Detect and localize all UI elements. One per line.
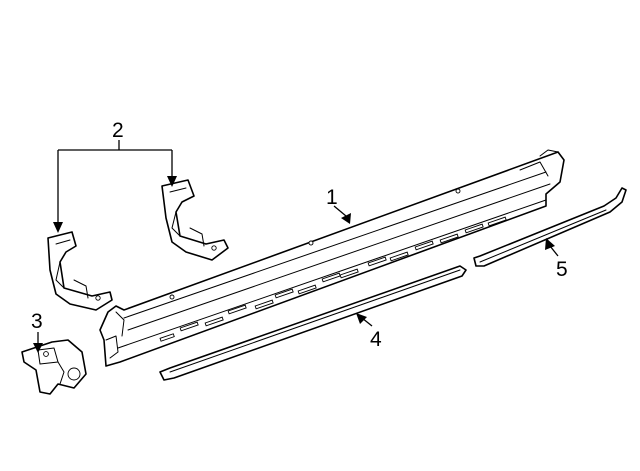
- arrow-front-molding: [356, 313, 367, 324]
- leader-lines: [37, 140, 559, 344]
- callout-brackets: 2: [112, 119, 124, 142]
- callout-front-molding: 4: [370, 328, 382, 351]
- arrow-rear-molding: [545, 238, 555, 250]
- mount-bracket[interactable]: [21, 339, 87, 395]
- arrowheads: [33, 176, 555, 353]
- callout-rear-molding: 5: [556, 258, 568, 281]
- arrow-bracket-left: [53, 222, 63, 233]
- arrow-mount-bracket: [33, 343, 43, 353]
- running-board[interactable]: [99, 149, 565, 367]
- bracket-right[interactable]: [161, 179, 229, 261]
- arrow-bracket-right: [167, 176, 177, 187]
- front-molding[interactable]: [159, 265, 467, 381]
- callout-running-board: 1: [326, 186, 338, 209]
- callout-mount-bracket: 3: [31, 310, 43, 333]
- callout-labels: 1 2 3 4 5: [31, 119, 568, 351]
- rear-molding[interactable]: [473, 187, 627, 267]
- bracket-left[interactable]: [47, 231, 113, 311]
- arrow-running-board: [341, 213, 351, 224]
